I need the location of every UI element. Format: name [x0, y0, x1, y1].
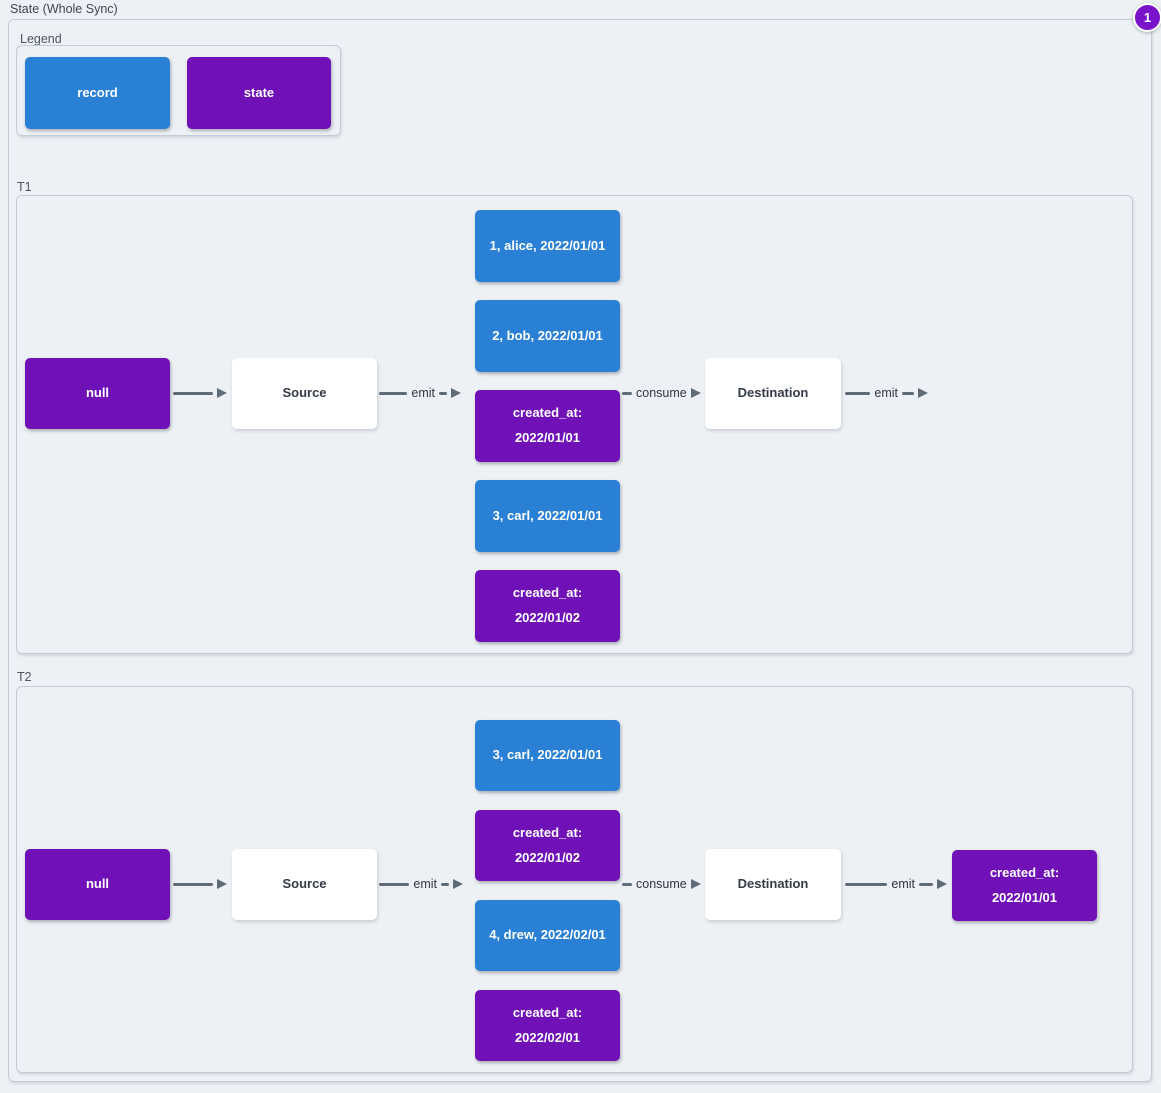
t1-null-state-node: null — [25, 358, 170, 429]
edge-label: emit — [891, 877, 915, 891]
edge-label: consume — [636, 877, 687, 891]
t1-null-to-source-arrow — [173, 386, 227, 400]
t1-record-node-bob: 2, bob, 2022/01/01 — [475, 300, 620, 372]
legend-state-node: state — [187, 57, 331, 129]
t2-state-node-0102: created_at: 2022/01/02 — [475, 810, 620, 881]
edge-label: emit — [413, 877, 437, 891]
arrow-line — [173, 882, 213, 886]
t1-source-node: Source — [232, 358, 377, 429]
arrow-line — [173, 391, 213, 395]
t2-destination-node: Destination — [705, 849, 841, 920]
t1-emit-out-arrow: emit — [845, 386, 928, 400]
outer-container — [8, 19, 1152, 1082]
t2-null-state-node: null — [25, 849, 170, 920]
t2-state-node-0201: created_at: 2022/02/01 — [475, 990, 620, 1061]
arrow-line — [441, 882, 449, 886]
t2-emit-in-arrow: emit — [379, 877, 463, 891]
arrow-head-icon — [451, 388, 461, 398]
t2-record-node-drew: 4, drew, 2022/02/01 — [475, 900, 620, 971]
t2-title: T2 — [17, 670, 32, 684]
t1-state-node-0101: created_at: 2022/01/01 — [475, 390, 620, 462]
arrow-line — [845, 391, 871, 395]
arrow-line — [379, 882, 410, 886]
t2-emit-out-arrow: emit — [845, 877, 947, 891]
legend-container — [16, 45, 341, 136]
arrow-head-icon — [217, 388, 227, 398]
arrow-line — [622, 882, 632, 886]
t2-consume-arrow: consume — [622, 877, 701, 891]
annotation-badge[interactable]: 1 — [1133, 3, 1161, 32]
t2-null-to-source-arrow — [173, 877, 227, 891]
arrow-head-icon — [453, 879, 463, 889]
arrow-line — [379, 391, 408, 395]
legend-title: Legend — [20, 32, 62, 46]
arrow-line — [902, 391, 914, 395]
t1-record-node-carl: 3, carl, 2022/01/01 — [475, 480, 620, 552]
t2-record-node-carl: 3, carl, 2022/01/01 — [475, 720, 620, 791]
arrow-head-icon — [690, 388, 701, 398]
arrow-line — [439, 391, 447, 395]
legend-record-node: record — [25, 57, 170, 129]
arrow-head-icon — [690, 879, 701, 889]
edge-label: emit — [874, 386, 898, 400]
t2-state-out-node: created_at: 2022/01/01 — [952, 850, 1097, 921]
t1-destination-node: Destination — [705, 358, 841, 429]
diagram-title: State (Whole Sync) — [10, 2, 118, 16]
t1-record-node-alice: 1, alice, 2022/01/01 — [475, 210, 620, 282]
edge-label: consume — [636, 386, 687, 400]
t1-container — [16, 195, 1133, 654]
arrow-head-icon — [937, 879, 947, 889]
arrow-head-icon — [918, 388, 928, 398]
t1-title: T1 — [17, 180, 32, 194]
t2-source-node: Source — [232, 849, 377, 920]
arrow-line — [622, 391, 632, 395]
arrow-line — [845, 882, 888, 886]
edge-label: emit — [411, 386, 435, 400]
t2-container — [16, 686, 1133, 1073]
arrow-head-icon — [217, 879, 227, 889]
t1-state-node-0102: created_at: 2022/01/02 — [475, 570, 620, 642]
arrow-line — [919, 882, 933, 886]
t1-emit-in-arrow: emit — [379, 386, 461, 400]
t1-consume-arrow: consume — [622, 386, 701, 400]
